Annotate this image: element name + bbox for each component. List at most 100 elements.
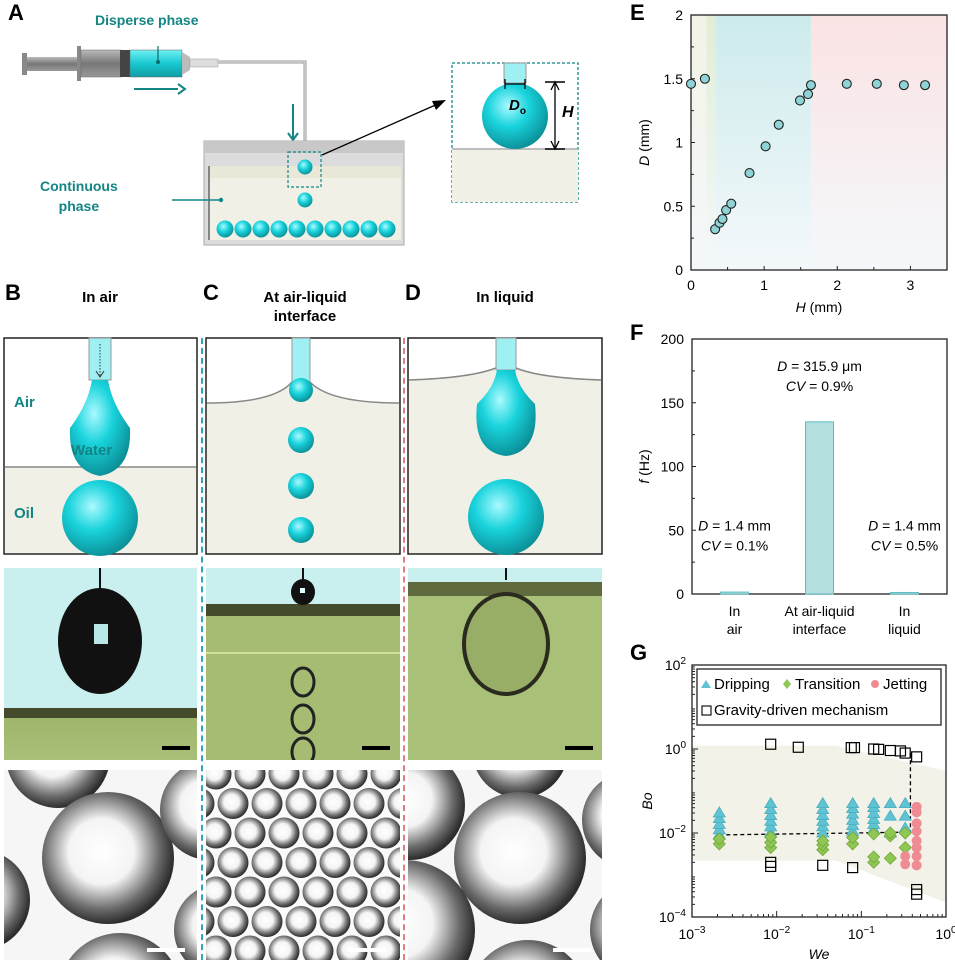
packed-droplet [234, 770, 266, 790]
legend-label: Dripping [714, 676, 770, 693]
gravity-point [792, 741, 804, 753]
packed-droplet [285, 788, 317, 819]
gravity-point [765, 738, 777, 750]
transition-point [764, 830, 778, 844]
packed-droplet [251, 847, 283, 878]
data-point [726, 198, 737, 209]
boundary-line [719, 751, 912, 836]
scale-bar-c2 [348, 948, 386, 952]
inset-h-label: H [562, 104, 574, 121]
down-arrow-icon [287, 104, 299, 142]
annotation-d: D = 1.4 mm [698, 517, 771, 533]
packed-droplet [206, 876, 232, 908]
dripping-point [763, 802, 778, 815]
y-tick-label: 102 [665, 656, 687, 673]
plot-frame [691, 664, 947, 918]
y-tick-label: 200 [661, 331, 685, 347]
data-point [685, 78, 697, 89]
packed-droplet [285, 847, 317, 878]
data-point [920, 80, 931, 91]
dripping-point [866, 812, 881, 824]
y-tick-label: 150 [661, 395, 685, 411]
packed-droplet [217, 906, 249, 937]
panel-label-e: E [630, 0, 645, 25]
setup-schematic [22, 46, 579, 246]
data-point [760, 141, 771, 152]
data-point [802, 89, 814, 100]
transition-point [883, 851, 897, 865]
y-tick-label: 10−4 [659, 908, 686, 925]
micrograph-row [4, 568, 602, 760]
panel-d-title: In liquid [476, 289, 534, 306]
data-point [805, 80, 817, 91]
packed-droplet [217, 788, 249, 819]
transition-point [712, 832, 726, 846]
packed-droplet [251, 788, 283, 819]
scale-bar-d2 [553, 948, 591, 952]
jetting-point [900, 859, 911, 870]
water-label: Water [71, 442, 113, 459]
transition-point [883, 826, 897, 840]
x-tick-label: 100 [935, 925, 955, 942]
packed-droplet [302, 770, 334, 790]
panel-d-schematic [407, 337, 603, 555]
y-tick-label: 10−2 [659, 824, 686, 841]
x-tick-label: 10−3 [679, 925, 706, 942]
inset-d-sub: o [519, 106, 526, 117]
y-tick-label: 100 [665, 740, 687, 757]
packed-droplet [206, 770, 232, 790]
packed-droplet [370, 817, 400, 849]
packed-droplet [336, 770, 368, 790]
y-tick-label: 100 [661, 459, 685, 475]
continuous-phase-label: Continuous phase [40, 176, 118, 216]
gravity-point [873, 743, 885, 755]
x-axis-label: We [809, 946, 830, 962]
packed-droplet [206, 907, 215, 936]
x-axis-label: H (mm) [796, 299, 843, 315]
x-tick-label: 1 [760, 277, 768, 293]
gravity-point [765, 856, 777, 868]
dripping-point [883, 809, 898, 821]
y-axis-label: D (mm) [636, 119, 652, 166]
y-tick-label: 1.5 [664, 71, 684, 87]
gravity-point [899, 747, 911, 759]
transition-point [867, 827, 881, 841]
packed-droplet [302, 935, 334, 960]
panel-label-g: G [630, 640, 648, 665]
legend-triangle-icon [701, 680, 711, 688]
jetting-point [911, 860, 922, 871]
legend-diamond-icon [783, 679, 791, 689]
panel-b-brightfield [4, 770, 197, 960]
flow-arrow-icon [134, 83, 187, 95]
packed-droplet [302, 817, 334, 849]
packed-droplet [353, 788, 385, 819]
dripping-point [763, 814, 778, 826]
panel-d-brightfield [408, 770, 602, 960]
scale-bar-c [362, 746, 390, 750]
dripping-point [816, 802, 830, 815]
annotation-cv: CV = 0.1% [701, 537, 768, 553]
panel-label-a: A [8, 0, 24, 25]
transition-point [867, 850, 881, 864]
packed-droplet [217, 847, 249, 878]
packed-droplet [353, 847, 385, 878]
schematic-row [3, 337, 603, 556]
brightfield-row [4, 770, 602, 960]
droplet-row [216, 220, 396, 238]
category-label: At air-liquid [784, 603, 854, 619]
panel-b-schematic [3, 337, 198, 556]
packed-droplet [234, 876, 266, 908]
panel-c-title-line1: At air-liquid [263, 289, 347, 306]
packed-droplet [206, 789, 215, 818]
dripping-point [866, 806, 881, 818]
category-label: In [899, 603, 911, 619]
y-tick-label: 0 [675, 262, 683, 278]
panel-label-b: B [5, 280, 21, 305]
inset-zoom [451, 62, 579, 203]
category-label: liquid [888, 621, 921, 637]
continuous-phase-line1: Continuous [40, 178, 118, 194]
jetting-point [911, 851, 922, 862]
air-label: Air [14, 394, 35, 411]
